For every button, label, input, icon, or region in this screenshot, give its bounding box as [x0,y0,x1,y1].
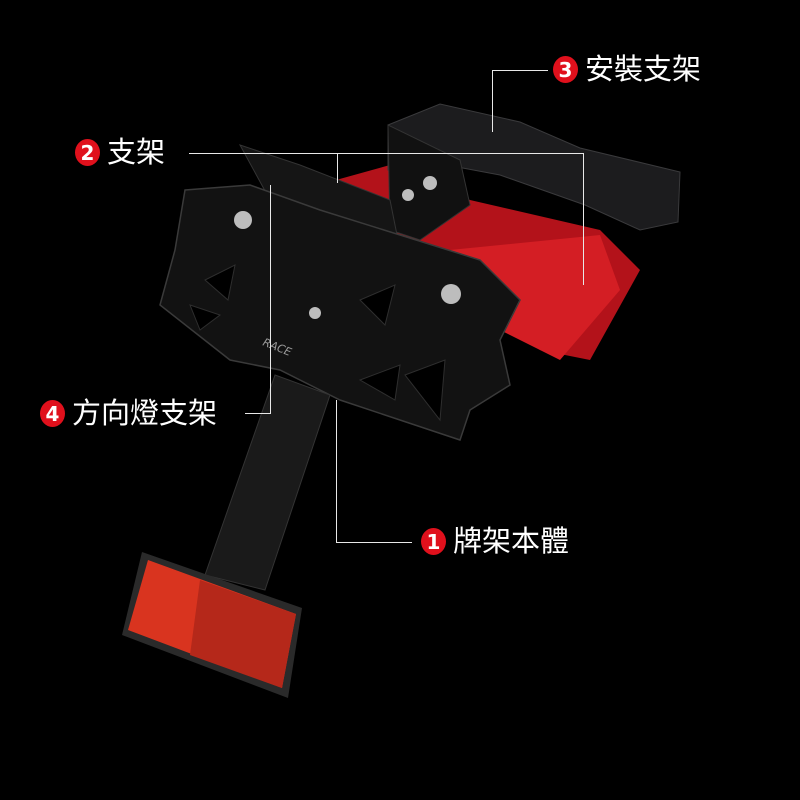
callout-plate-body: 1 牌架本體 [421,527,569,556]
callout-label: 方向燈支架 [72,396,218,430]
callout-line-1 [336,400,337,542]
callout-label: 支架 [107,135,166,169]
callout-line-4 [245,413,270,414]
callout-number-badge: 3 [553,56,578,83]
callout-line-2 [189,153,583,154]
callout-bracket: 2 支架 [75,138,165,167]
callout-line-3 [492,70,548,71]
bolts [234,176,461,319]
callout-line-1 [336,542,412,543]
callout-turn-signal-bracket: 4 方向燈支架 [40,399,217,428]
callout-label: 安裝支架 [585,52,702,86]
callout-line-4 [270,185,271,414]
reflector-stem [204,374,331,591]
red-mount-part [450,235,620,360]
reflector-shade [190,580,296,688]
callout-line-3 [492,70,493,132]
plate-cutouts [189,264,446,422]
callout-line-2 [583,153,584,285]
callout-number-badge: 4 [40,400,65,427]
callout-number-badge: 2 [75,139,100,166]
callout-mounting-bracket: 3 安裝支架 [553,55,701,84]
callout-number-badge: 1 [421,528,446,555]
callout-line-2 [337,153,338,183]
callout-label: 牌架本體 [453,524,570,558]
